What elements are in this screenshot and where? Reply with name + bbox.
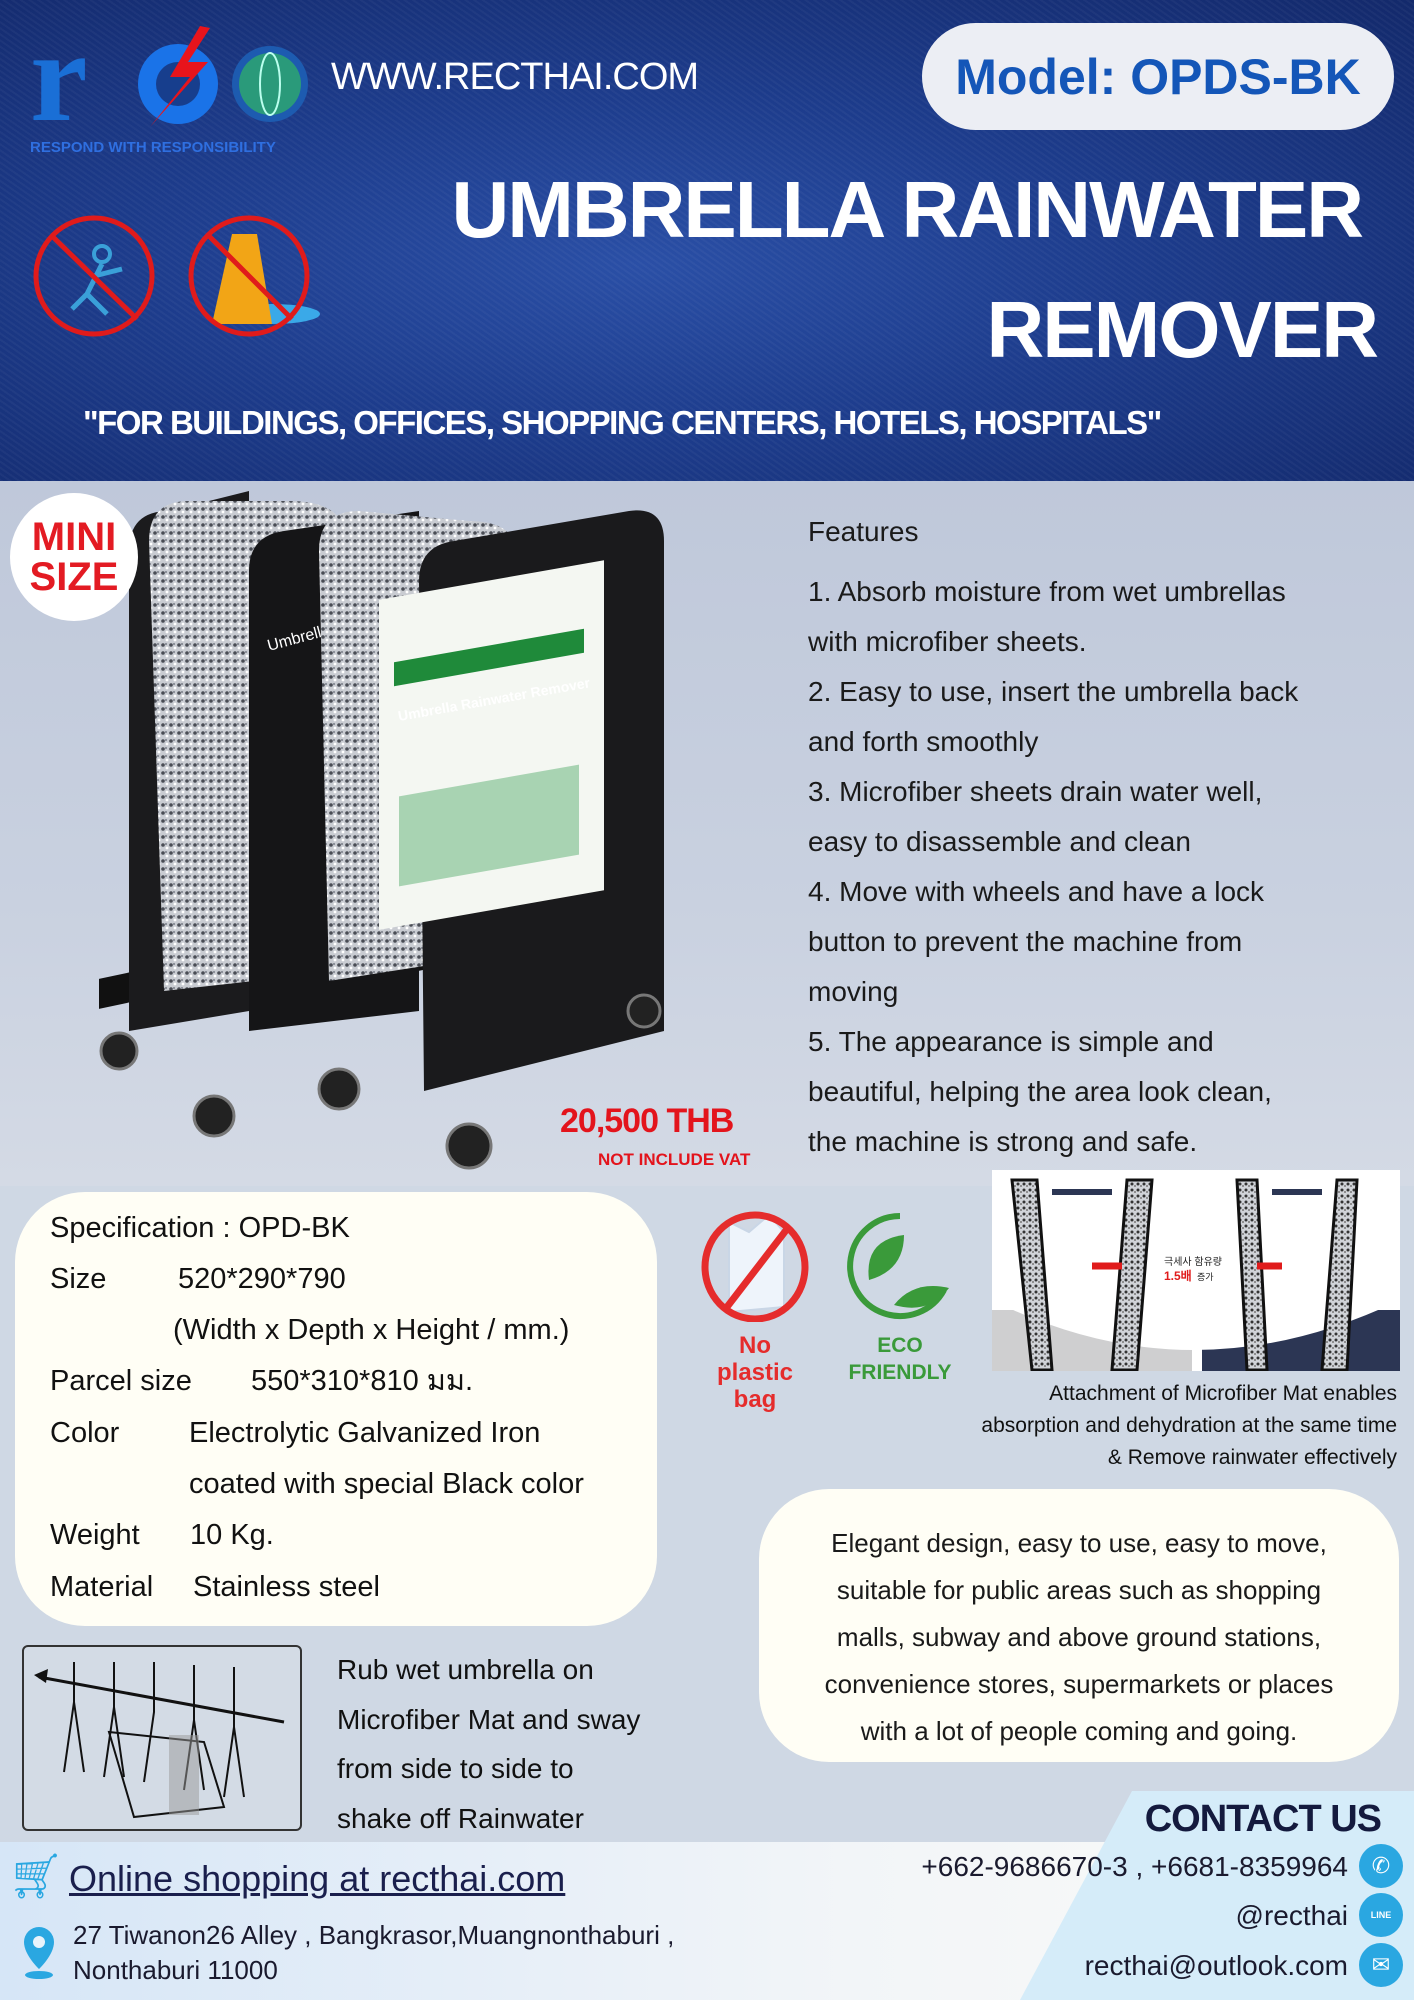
description-text: Elegant design, easy to use, easy to mov… <box>759 1520 1399 1755</box>
label-line: ECO <box>877 1334 923 1357</box>
spec-weight-value: 10 Kg. <box>190 1519 274 1551</box>
subtitle: "FOR BUILDINGS, OFFICES, SHOPPING CENTER… <box>83 404 1162 441</box>
product-image: Umbrella Umbrella Rainwater Remover <box>89 491 709 1186</box>
description-line: Elegant design, easy to use, easy to mov… <box>831 1528 1327 1558</box>
spec-color-value-2: coated with special Black color <box>189 1468 584 1500</box>
feature-line: with microfiber sheets. <box>808 626 1087 657</box>
korean-label: 극세사 함유량 <box>1164 1256 1222 1268</box>
feature-line: 2. Easy to use, insert the umbrella back <box>808 676 1299 707</box>
spec-size-label: Size <box>50 1263 107 1295</box>
rub-line: from side to side to <box>337 1753 574 1784</box>
eco-leaf-icon <box>844 1210 956 1327</box>
feature-line: button to prevent the machine from <box>808 926 1243 957</box>
address-line1: 27 Tiwanon26 Alley , Bangkrasor,Muangnon… <box>73 1920 675 1950</box>
label-line: FRIENDLY <box>848 1361 952 1384</box>
spec-parcel-label: Parcel size <box>50 1365 192 1397</box>
spec-material-value: Stainless steel <box>193 1571 380 1603</box>
spec-parcel-value: 550*310*810 มม. <box>251 1365 474 1397</box>
umbrella-diagram <box>22 1645 302 1831</box>
no-plastic-bag-icon <box>699 1207 811 1327</box>
eco-friendly-label: ECO FRIENDLY <box>840 1332 960 1386</box>
spec-color-value: Electrolytic Galvanized Iron <box>189 1417 541 1449</box>
label-line: plastic <box>716 1359 794 1386</box>
feature-line: 5. The appearance is simple and <box>808 1026 1214 1057</box>
label-line: No <box>739 1332 771 1359</box>
feature-line: 3. Microfiber sheets drain water well, <box>808 776 1263 807</box>
feature-line: moving <box>808 976 899 1007</box>
logo-tagline: RESPOND WITH RESPONSIBILITY <box>30 139 276 156</box>
feature-line: 1. Absorb moisture from wet umbrellas <box>808 576 1286 607</box>
spec-material-label: Material <box>50 1571 154 1603</box>
description-line: malls, subway and above ground stations, <box>836 1622 1322 1652</box>
rub-line: Microfiber Mat and sway <box>337 1703 641 1735</box>
rec-logo: r RESPOND WITH RESPONSIBILITY <box>30 5 310 156</box>
line-icon[interactable]: LINE <box>1359 1893 1403 1937</box>
description-card <box>759 1489 1399 1762</box>
spec-color-label: Color <box>50 1417 120 1449</box>
email-icon[interactable]: ✉ <box>1359 1943 1403 1987</box>
feature-line: and forth smoothly <box>808 726 1039 757</box>
model-badge: Model: OPDS-BK <box>922 23 1394 130</box>
page-title: UMBRELLA RAINWATER <box>451 165 1364 254</box>
caption-line: & Remove rainwater effectively <box>1107 1446 1397 1469</box>
label-line: bag <box>733 1386 777 1413</box>
spec-weight-label: Weight <box>50 1519 140 1551</box>
spec-size-value: 520*290*790 <box>178 1263 346 1295</box>
contact-title: CONTACT US <box>1144 1798 1382 1840</box>
badge-line: SIZE <box>29 555 119 599</box>
no-slipping-icon <box>32 214 157 343</box>
address-line2: Nonthaburi 11000 <box>73 1955 278 1985</box>
vat-note: NOT INCLUDE VAT <box>598 1150 751 1169</box>
shopping-cart-icon: 🛒︎ <box>8 1852 64 1901</box>
rub-line: Rub wet umbrella on <box>337 1654 594 1685</box>
spec-title: Specification : OPD-BK <box>50 1212 350 1244</box>
microfiber-caption: Attachment of Microfiber Mat enables abso… <box>860 1378 1397 1474</box>
korean-ratio: 1.5배 <box>1164 1268 1192 1283</box>
description-line: with a lot of people coming and going. <box>860 1716 1298 1746</box>
badge-line: MINI <box>31 515 117 559</box>
features-list: 1. Absorb moisture from wet umbrellas wit… <box>808 567 1398 1167</box>
features-heading: Features <box>808 516 919 547</box>
microfiber-image: 극세사 함유량 1.5배 증가 <box>992 1170 1400 1371</box>
feature-line: easy to disassemble and clean <box>808 826 1191 857</box>
caption-line: absorption and dehydration at the same t… <box>981 1414 1397 1437</box>
feature-line: beautiful, helping the area look clean, <box>808 1076 1272 1107</box>
spec-size-note: (Width x Depth x Height / mm.) <box>173 1314 570 1346</box>
price: 20,500 THB <box>560 1102 734 1140</box>
feature-line: 4. Move with wheels and have a lock <box>808 876 1265 907</box>
page-title-line2: REMOVER <box>986 285 1380 374</box>
svg-text:r: r <box>30 22 88 132</box>
location-pin-icon <box>20 1925 58 1986</box>
no-wet-floor-sign-icon <box>187 214 327 343</box>
phone-numbers[interactable]: +662-9686670-3 , +6681-8359964 <box>921 1851 1348 1882</box>
rub-line: shake off Rainwater <box>337 1802 584 1834</box>
caption-line: Attachment of Microfiber Mat enables <box>1049 1382 1397 1405</box>
website-link[interactable]: WWW.RECTHAI.COM <box>331 56 699 98</box>
spec-card <box>15 1192 657 1626</box>
phone-icon[interactable]: ✆ <box>1359 1844 1403 1888</box>
rub-instructions: Rub wet umbrella on Microfiber Mat and sw… <box>337 1645 737 1843</box>
korean-increase: 증가 <box>1197 1272 1214 1282</box>
description-line: convenience stores, supermarkets or plac… <box>824 1669 1334 1699</box>
online-shop-link[interactable]: Online shopping at recthai.com <box>69 1858 566 1899</box>
feature-line: the machine is strong and safe. <box>808 1126 1198 1157</box>
description-line: suitable for public areas such as shoppi… <box>836 1575 1322 1605</box>
email-address[interactable]: recthai@outlook.com <box>1084 1950 1348 1981</box>
line-id[interactable]: @recthai <box>1235 1900 1348 1931</box>
model-label: Model: OPDS-BK <box>955 48 1361 105</box>
